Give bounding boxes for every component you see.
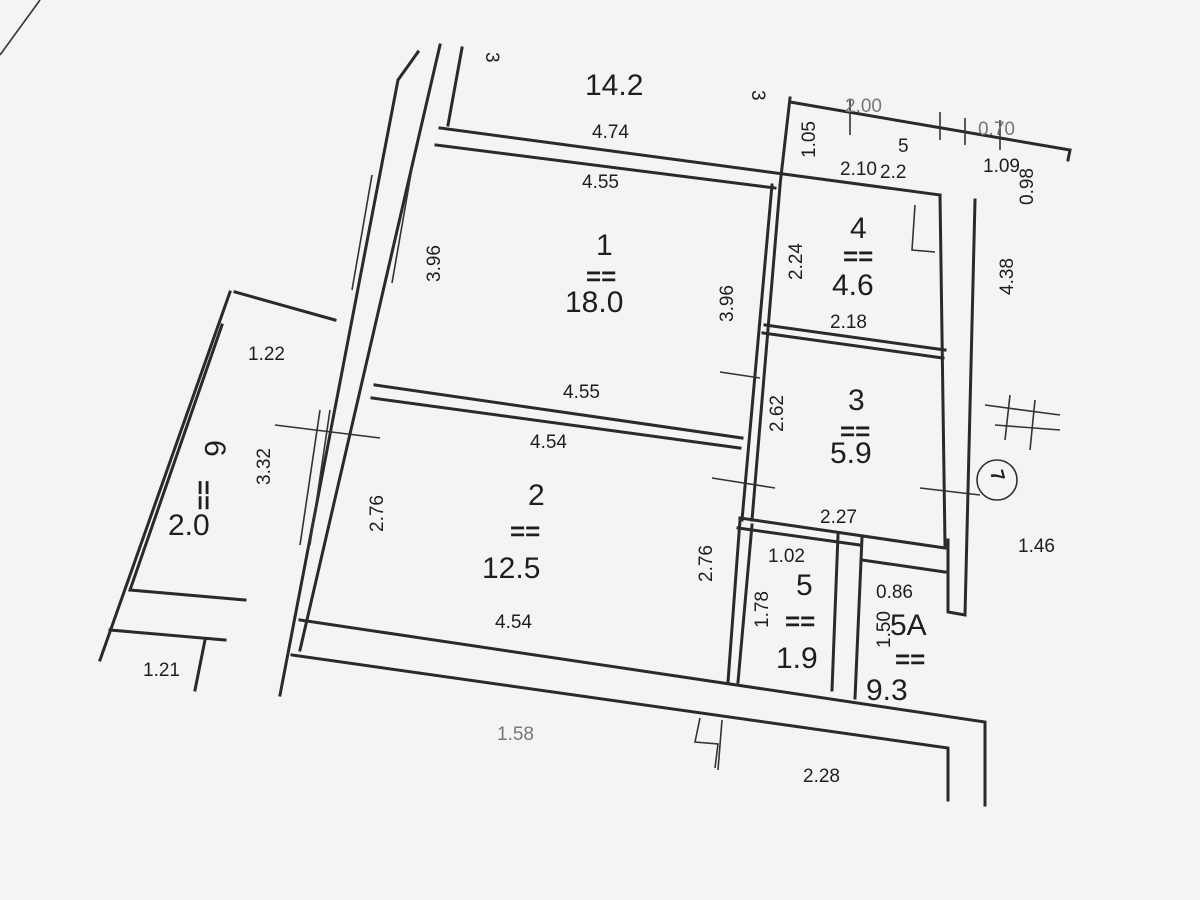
equals-mark: == bbox=[895, 644, 925, 674]
room-4-area: 4.6 bbox=[832, 269, 874, 302]
dim: 1.50 bbox=[874, 611, 895, 648]
dim-0-70: 0.70 bbox=[978, 119, 1015, 140]
room-5b-area: 2.2 bbox=[880, 162, 906, 183]
dim-1-46: 1.46 bbox=[1018, 536, 1055, 557]
equals-mark: == bbox=[586, 261, 616, 291]
equals-mark: == bbox=[785, 606, 815, 636]
room-6-area: 2.0 bbox=[168, 509, 210, 542]
dim: 3.96 bbox=[717, 285, 738, 322]
room-2-area: 12.5 bbox=[482, 552, 540, 585]
room-6-number: 6 bbox=[198, 440, 231, 457]
dim-1-58: 1.58 bbox=[497, 724, 534, 745]
dim: 4.55 bbox=[563, 382, 600, 403]
dim: 2.76 bbox=[367, 495, 388, 532]
room-1-number: 1 bbox=[596, 229, 613, 262]
dim-2-10: 2.10 bbox=[840, 159, 877, 180]
labels: 14.2 3 3 4.74 4.55 1.05 2.10 2.00 0.70 1… bbox=[143, 52, 1055, 787]
room-5b-number: 5 bbox=[898, 136, 909, 157]
axis-marker: 7 bbox=[985, 468, 1008, 484]
paper-edge bbox=[0, 0, 41, 56]
equals-mark: == bbox=[189, 480, 219, 510]
dim: 2.76 bbox=[696, 545, 717, 582]
dim: 2.27 bbox=[820, 507, 857, 528]
dim-1-05: 1.05 bbox=[799, 121, 820, 158]
dim: 1.78 bbox=[752, 591, 773, 628]
axis-mark: 3 bbox=[747, 90, 768, 101]
room-2-number: 2 bbox=[528, 479, 545, 512]
room-5a-number: 5A bbox=[890, 609, 927, 642]
equals-mark: == bbox=[510, 516, 540, 546]
equals-mark: == bbox=[843, 241, 873, 271]
dim-2-28: 2.28 bbox=[803, 766, 840, 787]
equals-mark: == bbox=[840, 416, 870, 446]
axis-mark: 3 bbox=[481, 52, 502, 63]
dim: 1.21 bbox=[143, 660, 180, 681]
room-5-area: 1.9 bbox=[776, 642, 818, 675]
room-1-area: 18.0 bbox=[565, 286, 623, 319]
room-3-area: 5.9 bbox=[830, 437, 872, 470]
dim: 2.24 bbox=[786, 243, 807, 280]
dim-0-98: 0.98 bbox=[1017, 168, 1038, 205]
dim-1-09: 1.09 bbox=[983, 156, 1020, 177]
room-5-number: 5 bbox=[796, 569, 813, 602]
walls bbox=[98, 43, 1072, 807]
axis-marker-circle bbox=[976, 459, 1018, 501]
dim-2-00: 2.00 bbox=[845, 96, 882, 117]
dim: 2.62 bbox=[767, 395, 788, 432]
dim: 4.54 bbox=[530, 432, 567, 453]
dim: 4.38 bbox=[997, 258, 1018, 295]
dim: 3.96 bbox=[424, 245, 445, 282]
dim-4-74: 4.74 bbox=[592, 122, 629, 143]
dim: 0.86 bbox=[876, 582, 913, 603]
dim: 2.18 bbox=[830, 312, 867, 333]
dim: 1.02 bbox=[768, 546, 805, 567]
room-3-number: 3 bbox=[848, 384, 865, 417]
room-4-number: 4 bbox=[850, 212, 867, 245]
dim-4-55: 4.55 bbox=[582, 172, 619, 193]
dim: 3.32 bbox=[254, 448, 275, 485]
total-area: 14.2 bbox=[585, 69, 643, 102]
dim: 4.54 bbox=[495, 612, 532, 633]
room-5a-area: 9.3 bbox=[866, 674, 908, 707]
dim: 1.22 bbox=[248, 344, 285, 365]
